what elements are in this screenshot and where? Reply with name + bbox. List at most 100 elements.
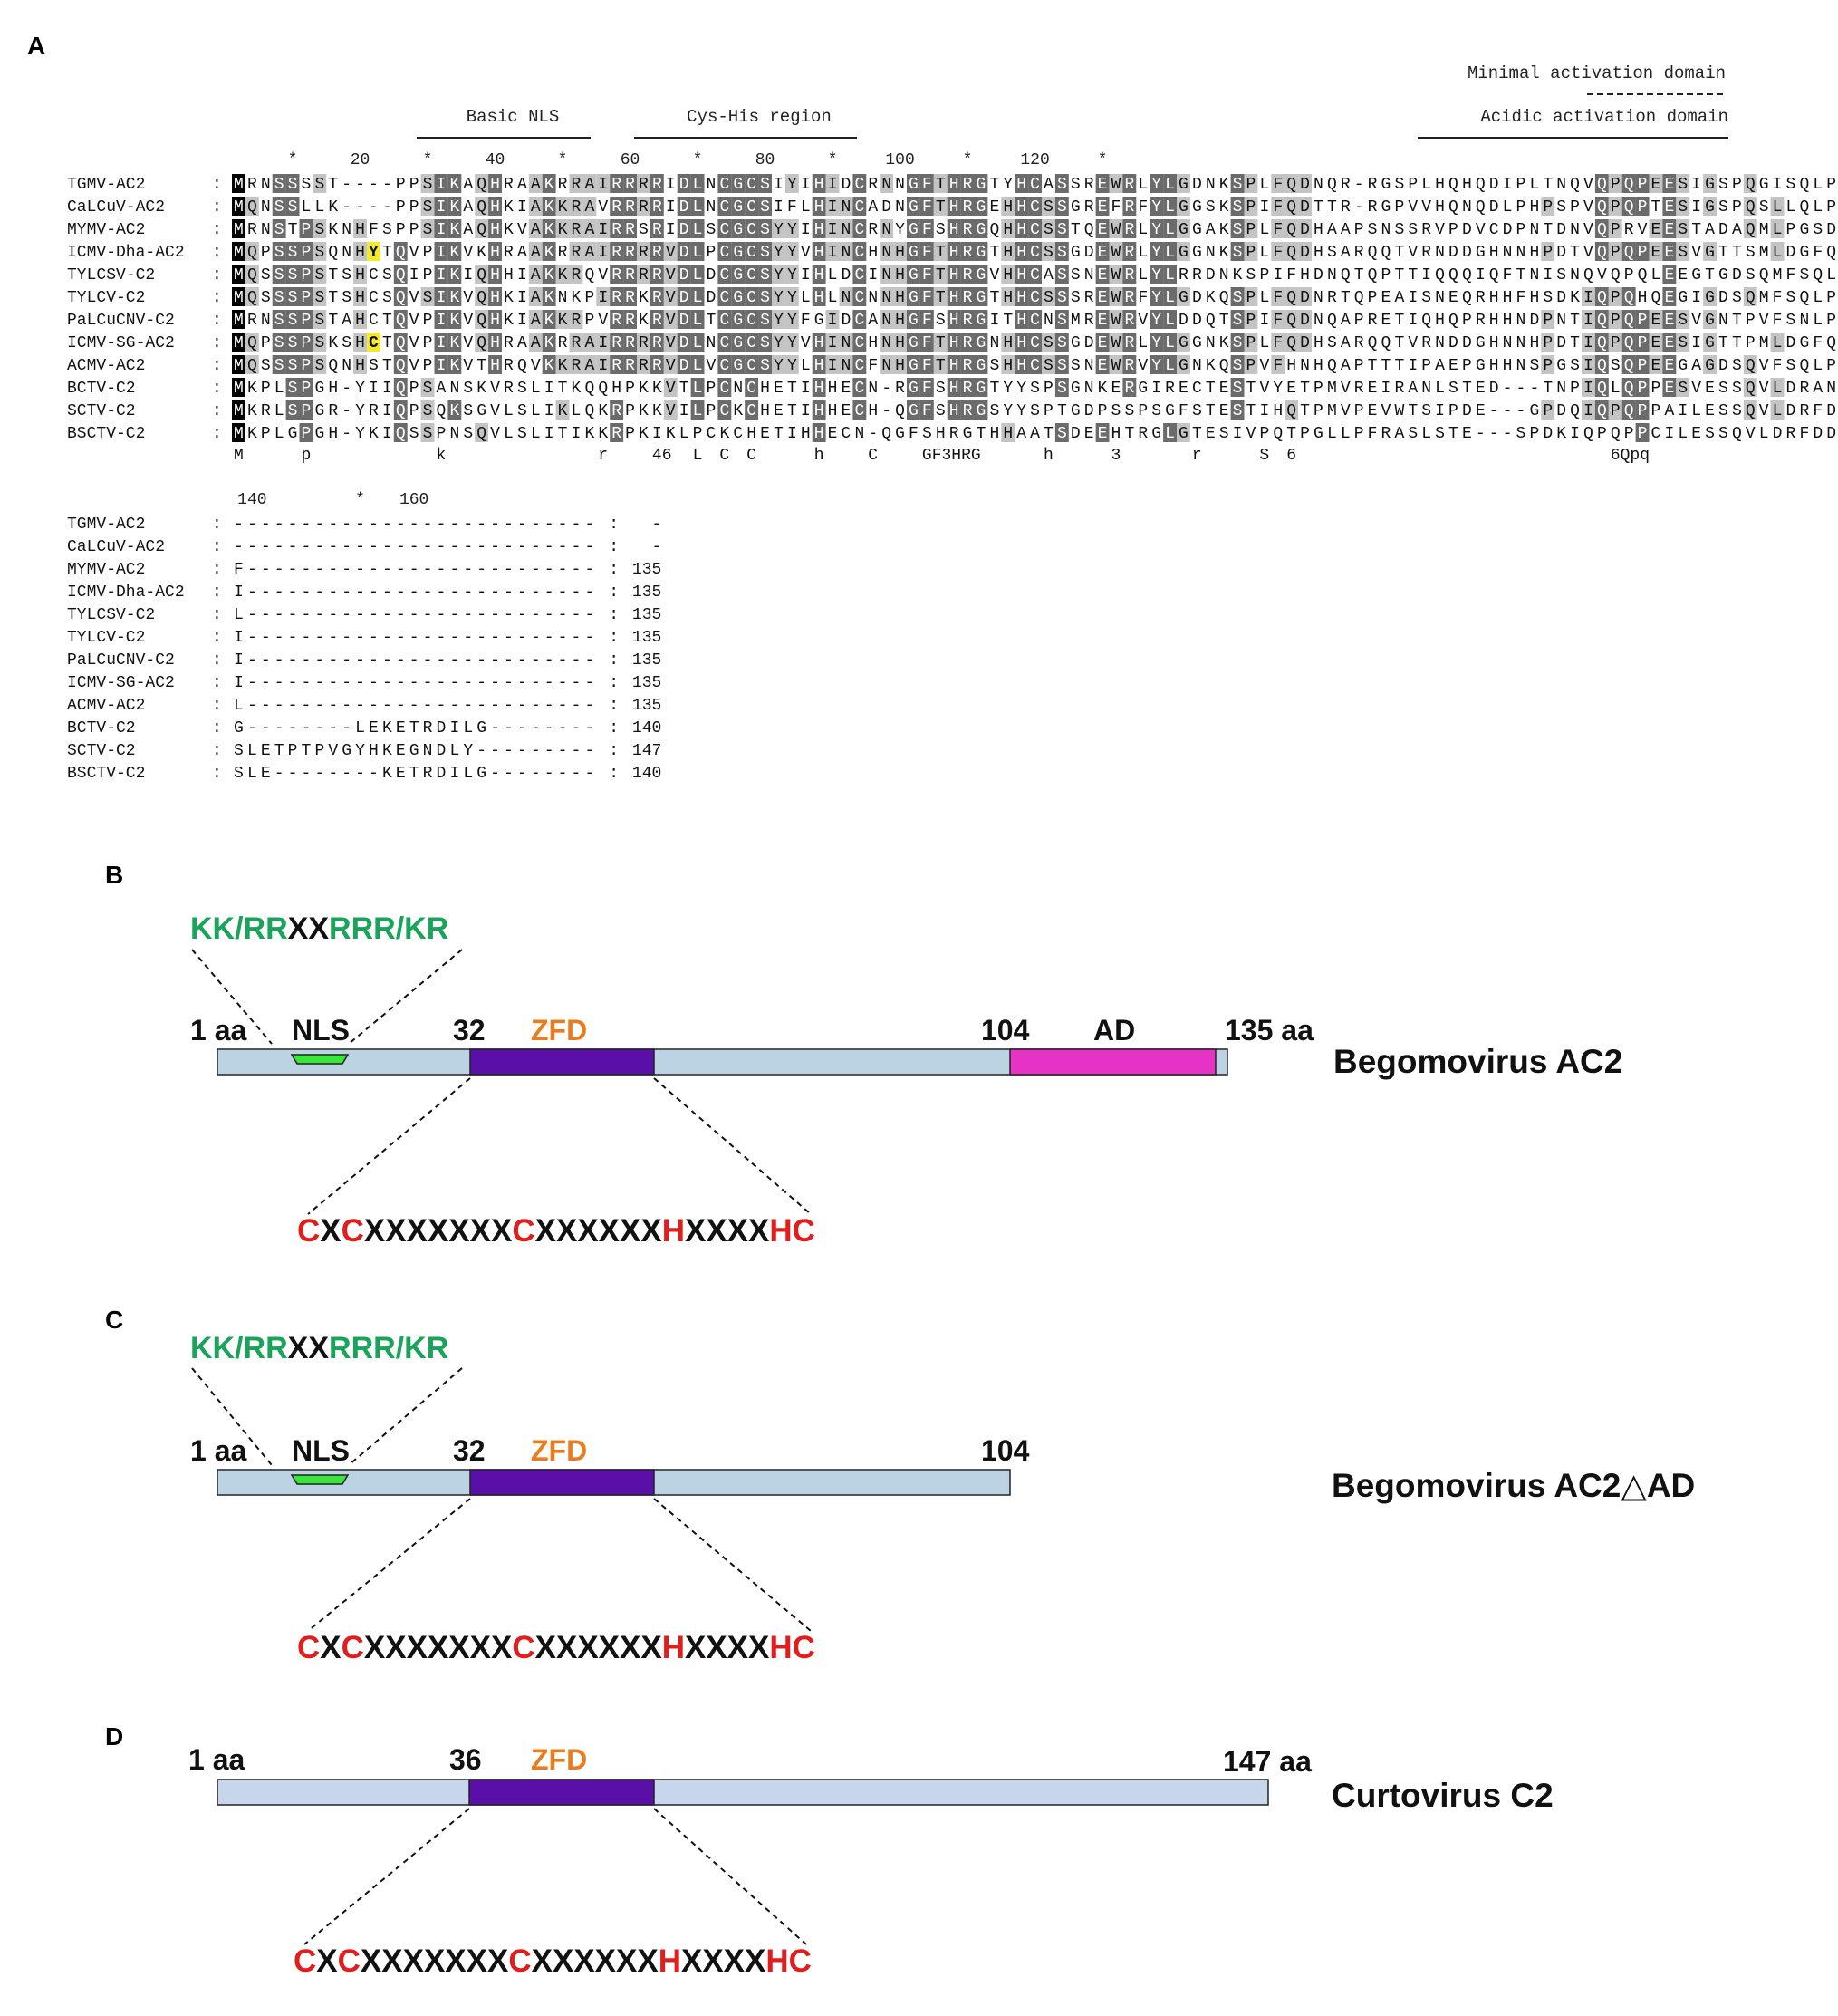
residue: L: [1773, 380, 1783, 398]
residue: -: [302, 765, 312, 783]
residue: R: [558, 244, 568, 262]
residue-shade: [1230, 378, 1245, 397]
residue: I: [1408, 289, 1418, 307]
residue: T: [1651, 198, 1661, 217]
residue-shade: [907, 378, 920, 397]
residue: P: [288, 742, 298, 760]
residue-shade: [784, 219, 799, 238]
residue: K: [598, 402, 608, 420]
residue-shade: [623, 355, 637, 374]
zfd-segment: [469, 1048, 655, 1076]
residue: D: [1192, 176, 1202, 194]
residue: -: [531, 651, 541, 670]
residue: -: [274, 629, 284, 647]
zfd-zoom-line-right: [653, 1077, 812, 1215]
residue: E: [1448, 357, 1458, 375]
residue-shade: [1001, 355, 1015, 374]
residue: P: [1746, 334, 1756, 352]
residue-shade: [637, 174, 650, 193]
residue: G: [1705, 312, 1715, 330]
residue-shade: [893, 287, 907, 306]
residue-shade: [745, 219, 759, 238]
residue: -: [342, 629, 351, 647]
residue-shade: [353, 287, 367, 306]
residue-shade: [1703, 333, 1717, 352]
residue: -: [572, 765, 582, 783]
residue-shade: [852, 400, 867, 420]
residue: A: [1016, 425, 1026, 443]
residue-shade: [623, 265, 637, 284]
residue-shade: [596, 174, 611, 193]
residue: C: [746, 266, 756, 285]
zfd-zoom-line-right: [653, 1498, 812, 1632]
residue-shade: [1109, 333, 1123, 352]
residue: Q: [1746, 357, 1756, 375]
residue: M: [234, 425, 244, 443]
residue-shade: [919, 219, 934, 238]
residue: N: [1435, 289, 1445, 307]
residue-shade: [745, 333, 759, 352]
residue: N: [1570, 221, 1580, 239]
residue: -: [476, 674, 486, 692]
residue: K: [247, 380, 257, 398]
residue: S: [1057, 334, 1067, 352]
residue: C: [1030, 198, 1040, 217]
residue: -: [584, 516, 594, 534]
residue: E: [1098, 198, 1108, 217]
residue: L: [1165, 221, 1175, 239]
residue: N: [449, 380, 459, 398]
residue: V: [598, 198, 608, 217]
residue: K: [1219, 334, 1229, 352]
residue: V: [1341, 380, 1351, 398]
residue: F: [1273, 176, 1283, 194]
residue-shade: [690, 265, 705, 284]
residue: D: [1826, 425, 1836, 443]
residue: E: [1098, 357, 1108, 375]
end-label: 147 aa: [1223, 1745, 1312, 1778]
residue: I: [437, 266, 447, 285]
residue: N: [342, 221, 351, 239]
residue-shade: [1230, 197, 1245, 216]
residue-shade: [1271, 333, 1285, 352]
residue: Q: [1368, 244, 1378, 262]
residue: K: [504, 198, 514, 217]
residue: I: [598, 334, 608, 352]
residue: -: [355, 561, 365, 579]
residue-shade: [488, 265, 502, 284]
residue: N: [1799, 312, 1809, 330]
residue: S: [423, 198, 433, 217]
residue: E: [1111, 380, 1121, 398]
residue: L: [1165, 266, 1175, 285]
residue-shade: [663, 355, 678, 374]
residue-shade: [1028, 265, 1042, 284]
residue: T: [382, 244, 392, 262]
residue: -: [490, 516, 500, 534]
residue-shade: [475, 310, 489, 329]
residue: -: [369, 606, 379, 624]
residue-shade: [1150, 197, 1164, 216]
residue: S: [382, 289, 392, 307]
residue: G: [1192, 221, 1202, 239]
residue: -: [544, 651, 554, 670]
residue: -: [476, 606, 486, 624]
sequence-end-position: 140: [632, 719, 661, 738]
residue: -: [504, 606, 514, 624]
residue: -: [302, 561, 312, 579]
residue: T: [274, 742, 284, 760]
residue: -: [369, 561, 379, 579]
residue: G: [1718, 266, 1728, 285]
residue: F: [922, 380, 932, 398]
residue-shade: [393, 333, 408, 352]
residue-shade: [758, 174, 772, 193]
residue-shade: [1230, 174, 1245, 193]
consensus-residue: 3: [1111, 447, 1121, 465]
residue: S: [1786, 289, 1796, 307]
residue: Q: [1286, 221, 1296, 239]
residue-shade: [1163, 242, 1177, 261]
residue: -: [476, 516, 486, 534]
residue: S: [1057, 289, 1067, 307]
residue: M: [234, 380, 244, 398]
residue: S: [369, 357, 379, 375]
residue: H: [1435, 312, 1445, 330]
residue: -: [423, 674, 433, 692]
